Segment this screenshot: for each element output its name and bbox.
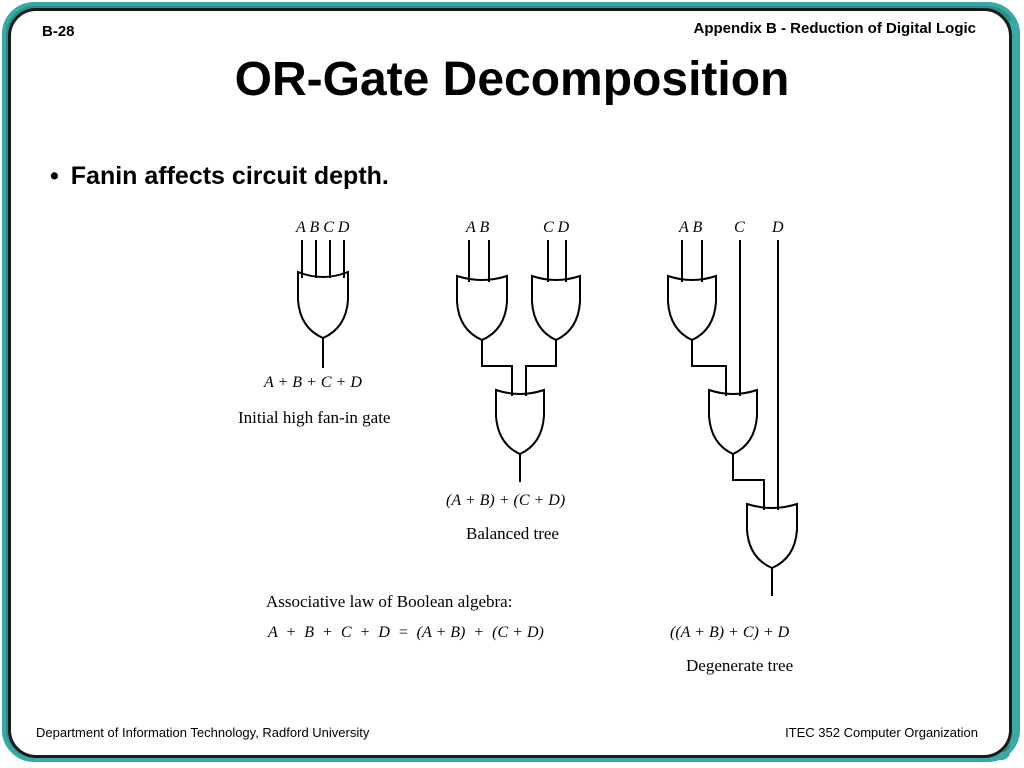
or-gate-degenerate-2 bbox=[708, 388, 758, 456]
degenerate-caption: Degenerate tree bbox=[686, 656, 794, 675]
associative-law-equation: A + B + C + D = (A + B) + (C + D) bbox=[268, 624, 544, 641]
or-gate-degenerate-3 bbox=[746, 502, 798, 570]
slide-number: B-28 bbox=[42, 23, 75, 40]
initial-gate-group bbox=[297, 240, 349, 368]
associative-law-caption: Associative law of Boolean algebra: bbox=[266, 592, 513, 611]
or-gate-balanced-left bbox=[456, 274, 508, 342]
initial-expression: A + B + C + D bbox=[264, 374, 362, 391]
bullet-text: Fanin affects circuit depth. bbox=[70, 162, 389, 190]
or-gate-degenerate-1 bbox=[667, 274, 717, 342]
or-gate-balanced-right bbox=[531, 274, 581, 342]
degenerate-input-labels-ab: A B bbox=[679, 219, 703, 236]
degenerate-expression: ((A + B) + C) + D bbox=[670, 624, 790, 641]
balanced-tree-group bbox=[456, 240, 581, 482]
or-gate-balanced-root bbox=[495, 388, 545, 456]
bullet-item: • Fanin affects circuit depth. bbox=[50, 162, 389, 191]
frame-border-black bbox=[8, 8, 1012, 758]
balanced-input-labels-left: A B bbox=[466, 219, 490, 236]
initial-caption: Initial high fan-in gate bbox=[238, 408, 391, 427]
bullet-dot: • bbox=[50, 162, 59, 190]
appendix-title: Appendix B - Reduction of Digital Logic bbox=[693, 20, 977, 37]
balanced-caption: Balanced tree bbox=[466, 524, 559, 543]
or-gate-initial bbox=[297, 270, 349, 340]
degenerate-tree-group bbox=[667, 240, 798, 596]
degenerate-input-label-c: C bbox=[734, 219, 745, 236]
balanced-input-labels-right: C D bbox=[543, 219, 570, 236]
degenerate-input-label-d: D bbox=[772, 219, 784, 236]
frame-shadow-right bbox=[1010, 20, 1016, 750]
initial-input-labels: A B C D bbox=[296, 219, 350, 236]
footer-department: Department of Information Technology, Ra… bbox=[36, 725, 370, 740]
slide-title: OR-Gate Decomposition bbox=[234, 53, 790, 106]
balanced-expression: (A + B) + (C + D) bbox=[446, 492, 566, 509]
footer-course: ITEC 352 Computer Organization bbox=[785, 725, 978, 740]
